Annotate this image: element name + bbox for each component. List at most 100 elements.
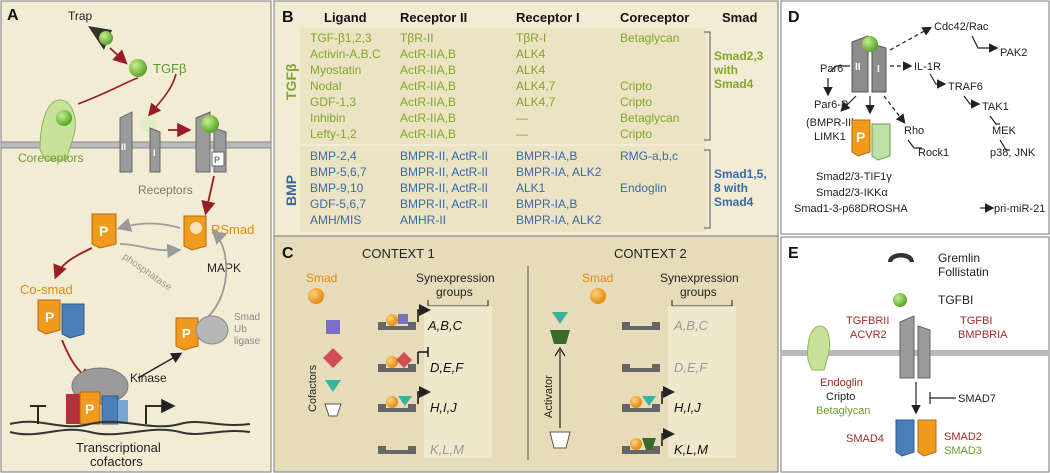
panel-e: E Gremlin Follistatin TGFBI TGFBRII ACVR…	[780, 236, 1050, 473]
tgfb-cell-4-0: GDF-1,3	[310, 95, 356, 109]
bmp-cell-1-1: BMPR-II, ActR-II	[400, 165, 488, 179]
bmp-bracket	[704, 149, 711, 229]
bmp-cell-1-2: BMPR-IA, ALK2	[516, 165, 602, 179]
coreceptors-label: Coreceptors	[18, 151, 83, 165]
header-receptor-i: Receptor I	[516, 10, 580, 25]
mir21-label: pri-miR-21	[994, 203, 1045, 215]
c1-group-1: A,B,C	[427, 318, 463, 333]
trap-label: Trap	[68, 9, 93, 23]
bmpbria-label: BMPBRIA	[958, 329, 1008, 341]
tgfb-cell-0-3: Betaglycan	[620, 31, 679, 45]
tgfb-cell-1-2: ALK4	[516, 47, 546, 61]
c2-row-2: D,E,F	[622, 360, 708, 375]
bmp-cell-4-2: BMPR-IA, ALK2	[516, 213, 602, 227]
context2-title: CONTEXT 2	[614, 246, 687, 261]
synexp-label-c1b: groups	[436, 285, 473, 299]
nuclear-p-a: P	[85, 401, 94, 417]
tgfb-smad-1: Smad2,3	[714, 49, 764, 63]
tgfb-cell-5-3: Betaglycan	[620, 111, 679, 125]
bmp-smad-3: Smad4	[714, 195, 754, 209]
smad-label-c1: Smad	[306, 271, 337, 285]
smad-ball-c1	[308, 288, 324, 304]
c2-group-3: H,I,J	[674, 400, 701, 415]
receptor-i-label-d: I	[877, 64, 880, 75]
bmprii-label: (BMPR-II)	[806, 117, 855, 129]
synexp-label-c1a: Synexpression	[416, 271, 495, 285]
bmp-cell-2-0: BMP-9,10	[310, 181, 364, 195]
receptor-ii-d	[851, 35, 869, 93]
tgfb-cell-5-1: ActR-IIA,B	[400, 111, 456, 125]
il1r-label: IL-1R	[914, 61, 941, 73]
tgfb-cell-3-2: ALK4,7	[516, 79, 556, 93]
panel-a: A Trap TGFβ Coreceptors II I P Receptors	[0, 0, 272, 473]
synexp-column-c1	[424, 306, 492, 458]
rock1-label: Rock1	[918, 147, 949, 159]
endoglin-label: Endoglin	[820, 377, 863, 389]
cofactors-label-a: cofactors	[90, 454, 143, 469]
pak2-label: PAK2	[1000, 47, 1027, 59]
c1-group-4: K,L,M	[430, 442, 464, 457]
tgfb-cell-1-0: Activin-A,B,C	[310, 47, 381, 61]
context1-title: CONTEXT 1	[362, 246, 435, 261]
c2-row-3: H,I,J	[622, 386, 701, 415]
bmp-cell-3-1: BMPR-II, ActR-II	[400, 197, 488, 211]
bmp-cell-0-1: BMPR-II, ActR-II	[400, 149, 488, 163]
smad2-shape	[917, 419, 937, 457]
smad-pair-d: P	[851, 119, 891, 161]
smad-p-d: P	[856, 129, 865, 145]
cosmad-label: Co-smad	[20, 282, 73, 297]
bmp-cell-2-1: BMPR-II, ActR-II	[400, 181, 488, 195]
tgfb-cell-2-0: Myostatin	[310, 63, 361, 77]
bmp-family-label: BMP	[283, 175, 299, 206]
c1-row-4: K,L,M	[378, 442, 464, 457]
panel-b-letter: B	[282, 9, 294, 26]
bmp-cell-4-0: AMH/MIS	[310, 213, 361, 227]
acvr2-label: ACVR2	[850, 329, 887, 341]
tgfb-block-bg	[300, 28, 706, 144]
synexp-label-c2b: groups	[680, 285, 717, 299]
tgfbi-legend-label: TGFBI	[938, 293, 973, 307]
receptor-ii-e	[899, 315, 915, 379]
rho-label: Rho	[904, 125, 924, 137]
c1-row-1: A,B,C	[378, 304, 463, 333]
receptor-i-a	[149, 127, 161, 173]
bmp-cell-0-0: BMP-2,4	[310, 149, 357, 163]
membrane-e	[781, 350, 1049, 356]
smad2-label: SMAD2	[944, 431, 982, 443]
tgfb-cell-2-2: ALK4	[516, 63, 546, 77]
tgfb-cell-6-1: ActR-IIA,B	[400, 127, 456, 141]
c1-group-2: D,E,F	[430, 360, 464, 375]
panel-c-letter: C	[282, 245, 294, 262]
receptor-i-d	[871, 43, 887, 93]
tgfb-ligand-ball	[129, 59, 147, 77]
smad-line-1: Smad2/3-TIF1γ	[816, 171, 892, 183]
smad-label-c2: Smad	[582, 271, 613, 285]
cofactors-vertical: Cofactors	[307, 364, 319, 412]
ub-label-a: Ub	[234, 324, 247, 335]
tgfb-cell-4-3: Cripto	[620, 95, 652, 109]
cosmad-p-a: P	[45, 309, 54, 325]
smad-label-a: Smad	[234, 312, 260, 323]
tgfb-cell-0-2: TβR-I	[516, 31, 546, 45]
synexp-label-c2a: Synexpression	[660, 271, 739, 285]
p38-label: p38, JNK	[990, 147, 1036, 159]
c2-row-4: K,L,M	[622, 428, 708, 457]
activator-vertical: Activator	[543, 375, 555, 418]
smad-line-2: Smad2/3-IKKα	[816, 187, 888, 199]
tgfb-cell-4-1: ActR-IIA,B	[400, 95, 456, 109]
cosmad-complex-a: P	[37, 299, 85, 339]
tgfb-family-label: TGFβ	[283, 63, 299, 100]
tgfb-cell-1-1: ActR-IIA,B	[400, 47, 456, 61]
panel-a-letter: A	[7, 7, 19, 24]
smad-ball-c2	[590, 288, 606, 304]
c2-group-2: D,E,F	[674, 360, 708, 375]
tgfb-cell-3-0: Nodal	[310, 79, 341, 93]
tgfb-cell-6-3: Cripto	[620, 127, 652, 141]
tgfb-cell-5-0: Inhibin	[310, 111, 345, 125]
tgfbi-e-label: TGFBI	[960, 315, 992, 327]
tak1-label: TAK1	[982, 101, 1009, 113]
tgfb-cell-6-0: Lefty-1,2	[310, 127, 357, 141]
tgfb-cell-3-3: Cripto	[620, 79, 652, 93]
